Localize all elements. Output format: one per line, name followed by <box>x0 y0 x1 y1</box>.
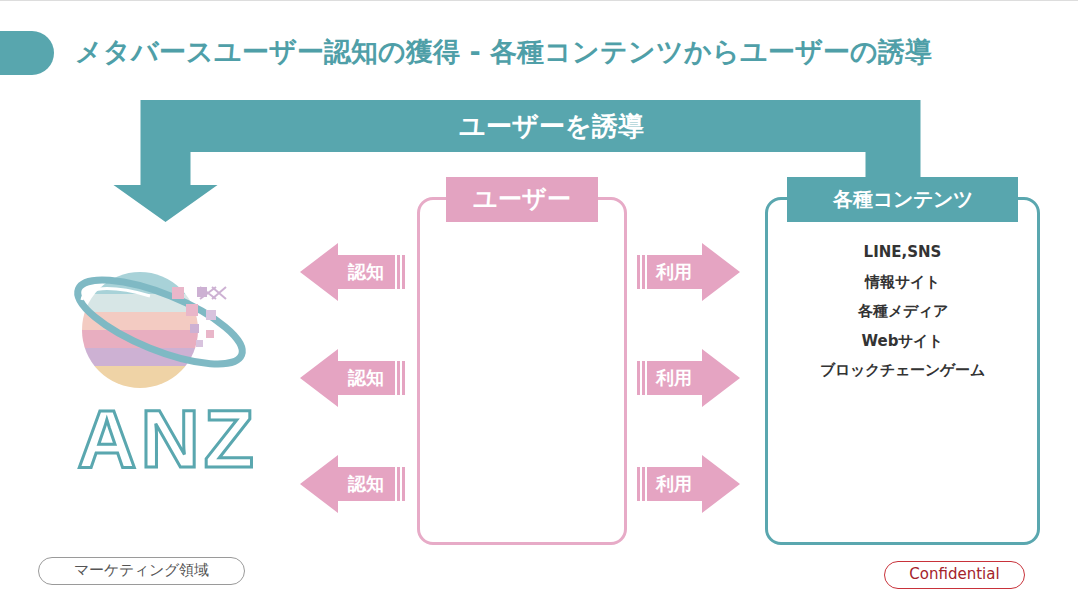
arrow-stripe <box>645 361 647 395</box>
content-item: Webサイト <box>768 327 1037 357</box>
block-arrow <box>300 349 405 407</box>
arrow-stripe <box>395 255 397 289</box>
title-tab <box>0 31 54 75</box>
brand-logo: ANZ <box>70 265 265 480</box>
panel-heading: 各種コンテンツ <box>787 177 1018 222</box>
block-arrow <box>637 455 740 513</box>
panel-heading: ユーザー <box>446 177 598 222</box>
content-item: ブロックチェーンゲーム <box>768 356 1037 386</box>
content-item: 各種メディア <box>768 297 1037 327</box>
arrow-label: 認知 <box>346 472 386 496</box>
logo-wordmark: ANZ <box>70 398 265 480</box>
block-arrow <box>300 243 405 301</box>
arrow-label: 認知 <box>346 260 386 284</box>
content-item: 情報サイト <box>768 268 1037 298</box>
block-arrow <box>300 455 405 513</box>
content-panel: 各種コンテンツLINE,SNS情報サイト各種メディアWebサイトブロックチェーン… <box>765 197 1040 545</box>
top-rule <box>0 0 1078 1</box>
arrow-stripe <box>395 361 397 395</box>
arrow-stripe <box>645 467 647 501</box>
arrow-label: 認知 <box>346 366 386 390</box>
arrow-label: 利用 <box>654 472 694 496</box>
arrow-label: ユーザーを誘導 <box>457 109 646 144</box>
arrow-label: 利用 <box>654 366 694 390</box>
area-tag: マーケティング領域 <box>38 557 245 585</box>
arrow-stripe <box>400 255 402 289</box>
arrow-label: 利用 <box>654 260 694 284</box>
arrow-stripe <box>640 467 642 501</box>
block-arrow <box>637 243 740 301</box>
user-panel: ユーザー <box>417 197 627 545</box>
content-item: LINE,SNS <box>768 238 1037 268</box>
arrow-stripe <box>395 467 397 501</box>
block-arrow <box>637 349 740 407</box>
planet-logo <box>68 263 252 390</box>
arrow-stripe <box>645 255 647 289</box>
arrow-stripe <box>400 361 402 395</box>
arrow-stripe <box>400 467 402 501</box>
arrow-stripe <box>640 361 642 395</box>
confidential-tag: Confidential <box>884 561 1025 589</box>
arrow-stripe <box>640 255 642 289</box>
slide-title: メタバースユーザー認知の獲得 - 各種コンテンツからユーザーの誘導 <box>75 33 932 71</box>
